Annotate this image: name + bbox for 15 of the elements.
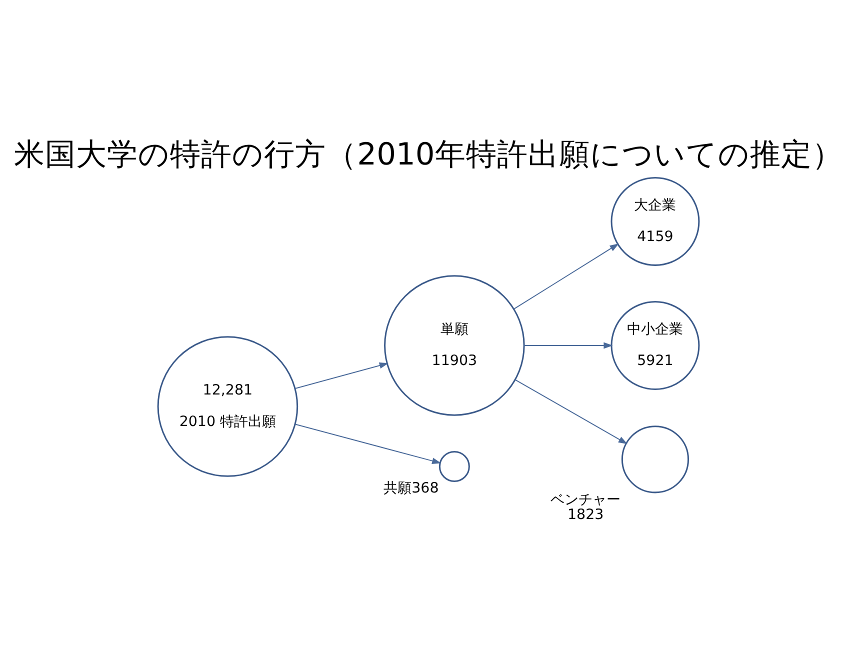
node-circle: 単願 11903 xyxy=(384,275,524,416)
arrow xyxy=(524,342,612,349)
node-circle xyxy=(438,451,470,482)
node-circle xyxy=(620,426,689,494)
node-circle: 大企業 4159 xyxy=(610,177,700,266)
node-label: 1823 xyxy=(566,507,604,524)
node-label: ベンチャー xyxy=(550,492,620,508)
arrow xyxy=(294,362,388,389)
diagram-title: 米国大学の特許の行方（2010年特許出願についての推定） xyxy=(14,138,842,173)
arrow xyxy=(514,379,628,444)
arrow xyxy=(294,424,441,464)
node-label: 共願368 xyxy=(383,480,438,497)
arrow xyxy=(513,244,618,310)
node-circle: 中小企業 5921 xyxy=(610,301,700,390)
node-circle: 12,281 2010 特許出願 xyxy=(156,336,298,477)
